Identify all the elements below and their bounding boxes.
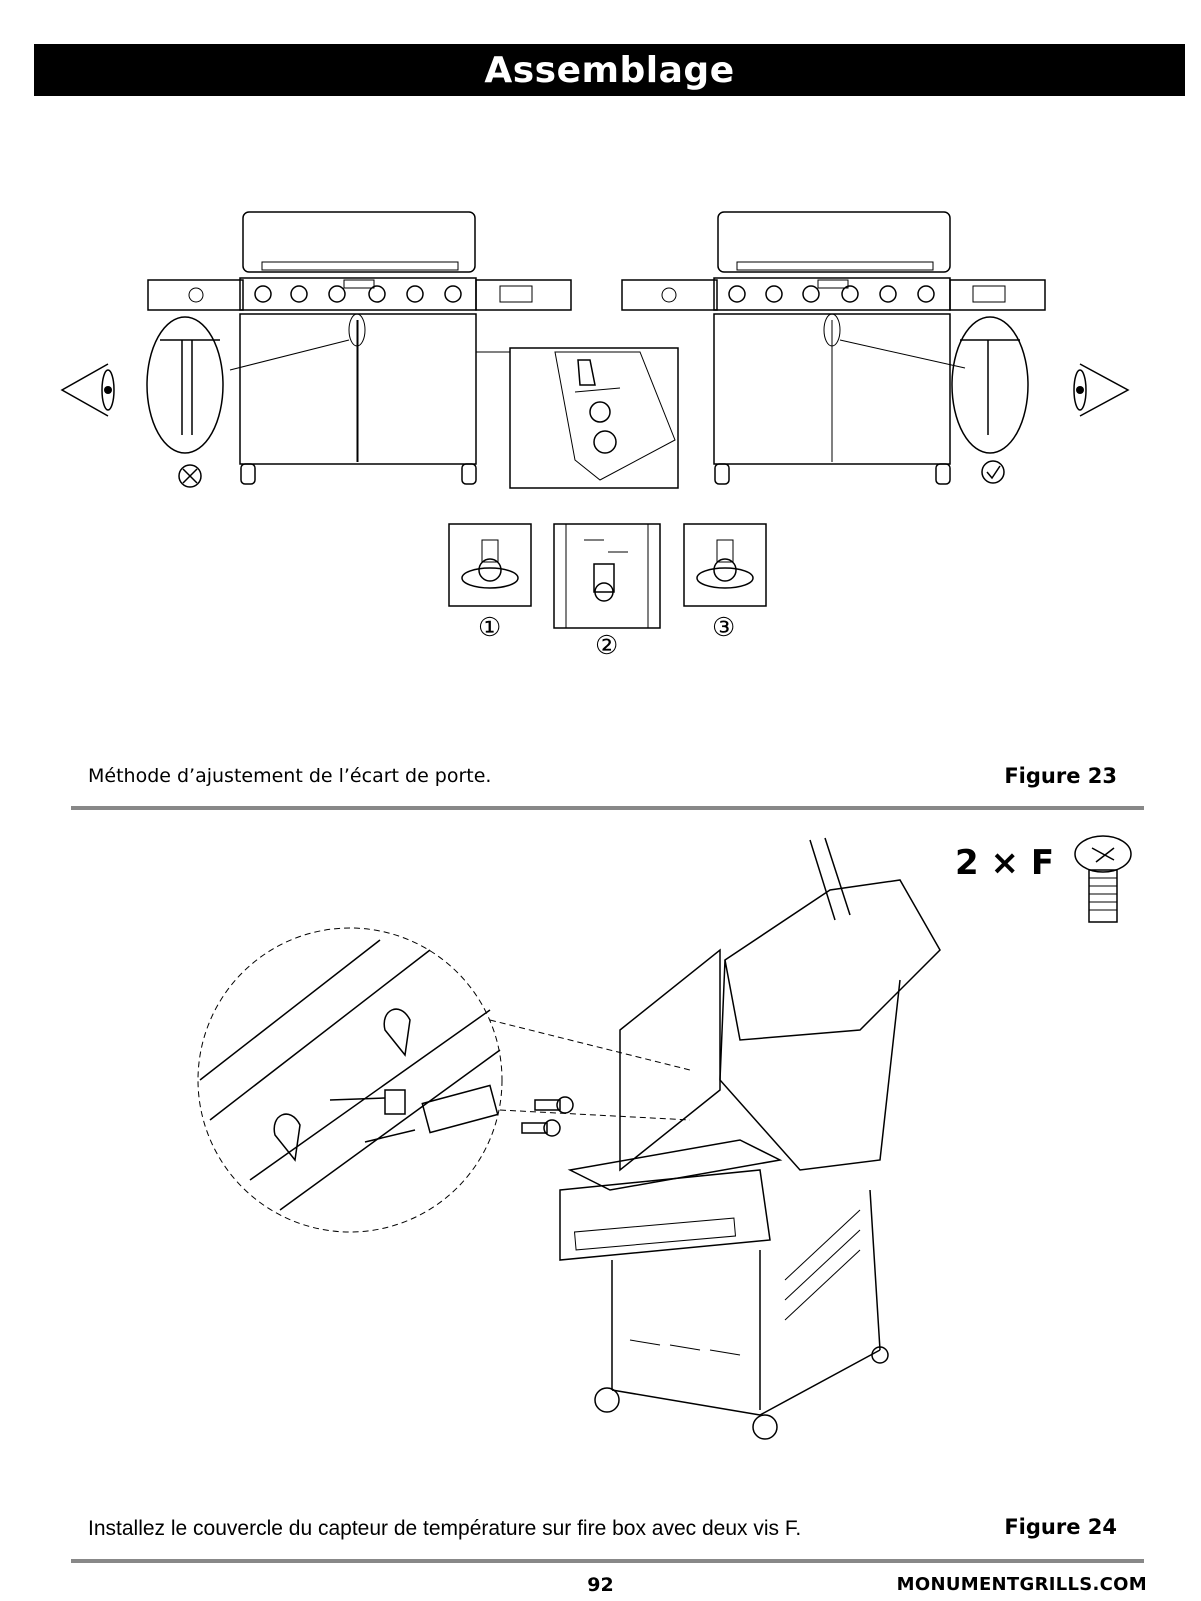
figure-23-illustration: ① ② ③ (0, 180, 1201, 700)
figure-24-illustration (0, 830, 1201, 1470)
section-header-bar: Assemblage (34, 44, 1185, 96)
grill-isometric-view (560, 838, 940, 1439)
section-title: Assemblage (484, 50, 734, 91)
screw-f-a (535, 1097, 573, 1113)
section-divider (71, 806, 1144, 810)
footer-divider (71, 1559, 1144, 1563)
figure-24-caption: Installez le couvercle du capteur de tem… (88, 1517, 801, 1541)
screw-f-b (522, 1120, 560, 1136)
figure-24-label: Figure 24 (1004, 1515, 1117, 1539)
step-3-panel (684, 524, 766, 606)
step-1-panel (449, 524, 531, 606)
sensor-cover-detail-circle (198, 928, 690, 1232)
website-url: MONUMENTGRILLS.COM (897, 1574, 1147, 1595)
step-2-number: ② (595, 631, 618, 661)
step-2-panel (554, 524, 660, 628)
grill-front-view-incorrect (62, 212, 571, 487)
step-1-number: ① (478, 613, 501, 643)
screw-f-icon (1075, 836, 1131, 922)
door-hinge-detail (476, 348, 678, 488)
step-3-number: ③ (712, 613, 735, 643)
grill-front-view-correct (622, 212, 1128, 484)
figure-23-label: Figure 23 (1004, 764, 1117, 788)
figure-23-caption: Méthode d’ajustement de l’écart de porte… (88, 765, 491, 787)
